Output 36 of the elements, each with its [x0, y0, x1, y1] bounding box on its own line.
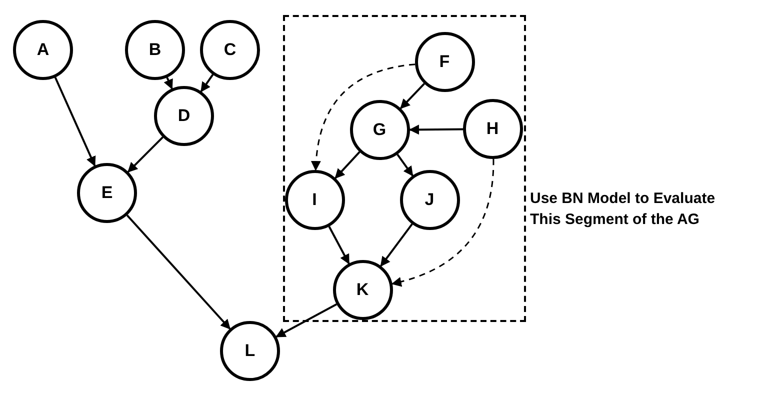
arrow: [200, 74, 214, 92]
arrow: [396, 154, 414, 176]
node-label: A: [36, 40, 50, 60]
node-circle: [400, 170, 460, 230]
arrow: [164, 77, 173, 90]
region-note: Use BN Model to Evaluate This Segment of the AG: [530, 189, 716, 230]
node-circle: [332, 260, 392, 320]
node-label: J: [424, 190, 434, 210]
node-label: F: [439, 52, 450, 72]
arrow: [128, 136, 164, 172]
arrow: [126, 214, 231, 330]
node-circle: [220, 321, 280, 381]
arrow: [334, 151, 360, 179]
node-label: E: [101, 183, 113, 203]
arrow: [54, 76, 96, 167]
node-label: I: [312, 190, 317, 210]
node-label: B: [148, 40, 162, 60]
node-label: D: [178, 106, 190, 126]
arrow: [391, 158, 494, 286]
dashed-region: [283, 15, 526, 322]
node-circle: [154, 86, 214, 146]
node-label: H: [486, 118, 499, 138]
arrow: [311, 64, 416, 171]
arrow: [400, 83, 425, 110]
arrow: [328, 226, 350, 264]
node-circle: [77, 163, 137, 223]
node-label: C: [224, 40, 236, 60]
node-label: L: [244, 341, 256, 361]
arrow: [276, 303, 338, 338]
arrow: [380, 223, 413, 267]
arrow: [409, 124, 464, 135]
node-label: G: [372, 120, 386, 140]
node-circle: [350, 100, 410, 160]
node-circle: [414, 32, 474, 92]
node-label: K: [356, 280, 369, 300]
node-circle: [284, 170, 344, 230]
